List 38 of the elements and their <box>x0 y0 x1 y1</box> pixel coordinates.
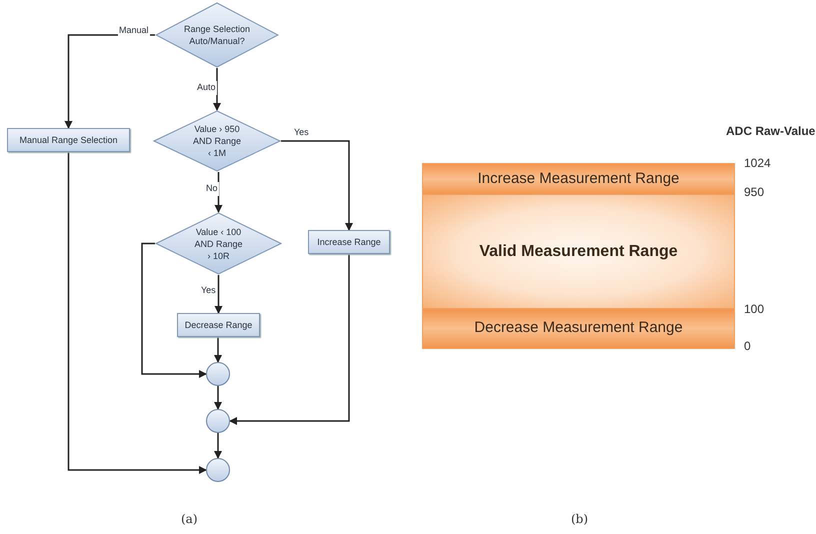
arrow <box>213 68 221 111</box>
process-box <box>177 313 260 337</box>
decision-diamond <box>155 2 279 68</box>
node-label: Increase Range <box>317 236 381 248</box>
band-label: Valid Measurement Range <box>479 242 678 262</box>
arrow <box>68 152 207 474</box>
edge-label: Auto <box>196 81 217 94</box>
arrow <box>214 275 222 314</box>
decision-diamond <box>153 110 281 172</box>
tick-label: 950 <box>744 184 764 201</box>
arrow <box>214 337 222 363</box>
subfigure-label: (a) <box>181 511 198 528</box>
band-label: Decrease Measurement Range <box>474 318 683 338</box>
process-box <box>7 128 130 152</box>
arrow <box>214 386 222 410</box>
tick-label: 0 <box>744 338 751 355</box>
node-label: Value › 950 AND Range ‹ 1M <box>192 123 242 159</box>
node-label: Range Selection Auto/Manual? <box>182 23 252 47</box>
arrow <box>214 433 222 459</box>
node-label: Value ‹ 100 AND Range › 10R <box>194 226 244 262</box>
range-band <box>422 163 735 195</box>
node-label: Decrease Range <box>184 319 252 331</box>
edge-label: No <box>205 182 219 196</box>
tick-label: 100 <box>744 301 764 318</box>
arrow <box>141 242 207 378</box>
arrow <box>281 140 353 231</box>
tick-label: 1024 <box>744 155 771 172</box>
subfigure-label: (b) <box>571 511 588 528</box>
range-band <box>422 308 735 349</box>
edge-label: Manual <box>118 24 150 38</box>
axis-title: ADC Raw-Value <box>726 123 816 140</box>
arrow <box>229 254 350 425</box>
node-label: Manual Range Selection <box>19 134 118 146</box>
arrow <box>214 172 222 213</box>
band-label: Increase Measurement Range <box>478 168 680 189</box>
process-box <box>308 230 390 254</box>
decision-diamond <box>155 212 282 275</box>
range-band <box>422 195 735 308</box>
